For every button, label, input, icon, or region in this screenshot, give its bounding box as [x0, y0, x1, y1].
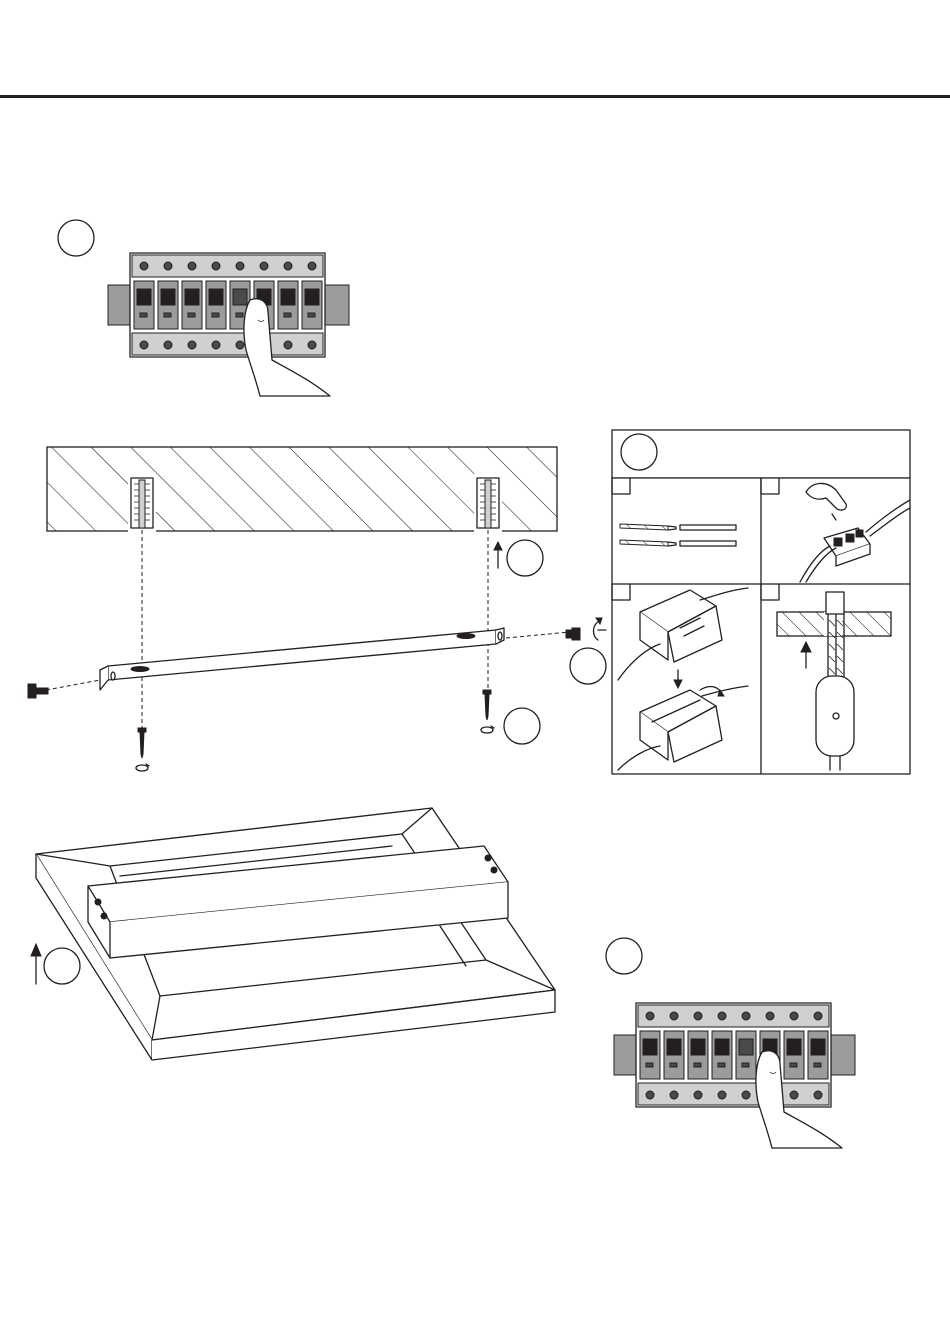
mounting-bracket [100, 628, 504, 690]
step-6-fixture [31, 808, 555, 1060]
breaker-panel-icon [614, 1003, 855, 1107]
screw-icon [28, 684, 48, 698]
screw-icon [566, 628, 580, 640]
step-7-breaker-on [606, 938, 855, 1148]
wall-plug-icon [477, 478, 499, 528]
wall-plug-icon [131, 478, 153, 528]
step-2-wall-bracket [28, 447, 606, 771]
screw-icon [136, 728, 149, 771]
step-6-marker [44, 948, 80, 984]
step-5-wiring [612, 430, 910, 774]
step-2-marker [507, 540, 543, 576]
step-1-marker [58, 220, 94, 256]
up-arrow-icon [31, 944, 41, 984]
up-arrow-icon [494, 542, 502, 568]
step-3-marker [570, 648, 606, 684]
step-5-marker [621, 434, 657, 470]
rotate-arrow-icon [594, 618, 607, 640]
breaker-panel-icon [108, 253, 349, 357]
step-7-marker [606, 938, 642, 974]
step-1-breaker-off [58, 220, 349, 396]
step-4-marker [504, 708, 540, 744]
screw-icon [481, 690, 494, 733]
